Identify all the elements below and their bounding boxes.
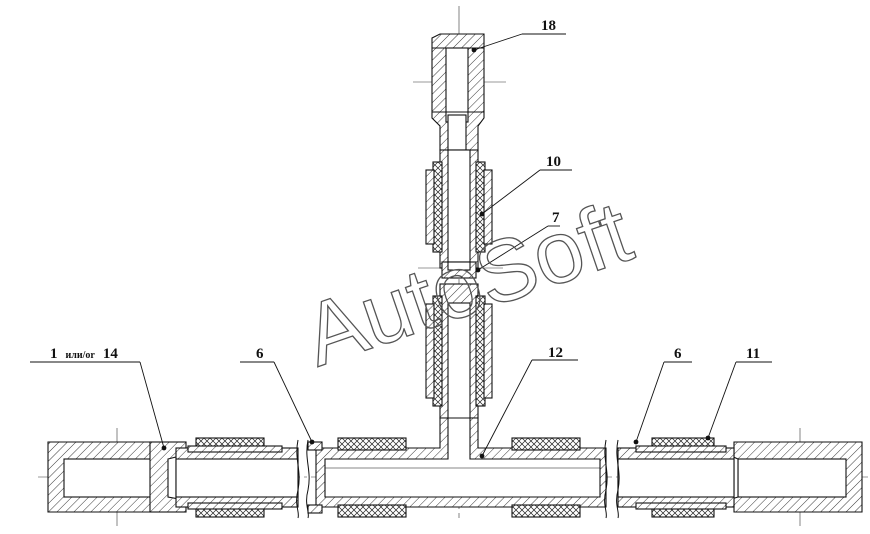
callout-18: 18: [541, 18, 556, 34]
tube-left: [175, 437, 299, 518]
callout-11: 11: [746, 346, 760, 362]
callout-12: 12: [548, 345, 563, 361]
callout-1: 1: [50, 346, 58, 362]
callout-10: 10: [546, 154, 561, 170]
tee-body-12: [315, 417, 607, 508]
leader-lines: [30, 33, 772, 457]
vertical-sleeve-upper: [425, 149, 493, 279]
tube-right: [617, 437, 735, 518]
callout-6-left: 6: [256, 346, 264, 362]
leader-dots: [161, 47, 711, 459]
break-lines: [296, 439, 620, 519]
callout-7: 7: [552, 210, 560, 226]
callout-14: 14: [103, 346, 119, 362]
callout-1-or-14: 1 или/or 14: [50, 345, 118, 362]
tee-clamp-sleeves: [307, 437, 581, 518]
end-cap-left: [47, 441, 197, 513]
end-cap-right: [721, 441, 863, 513]
callout-or: или/or: [66, 350, 96, 361]
callout-6-right: 6: [674, 346, 682, 362]
